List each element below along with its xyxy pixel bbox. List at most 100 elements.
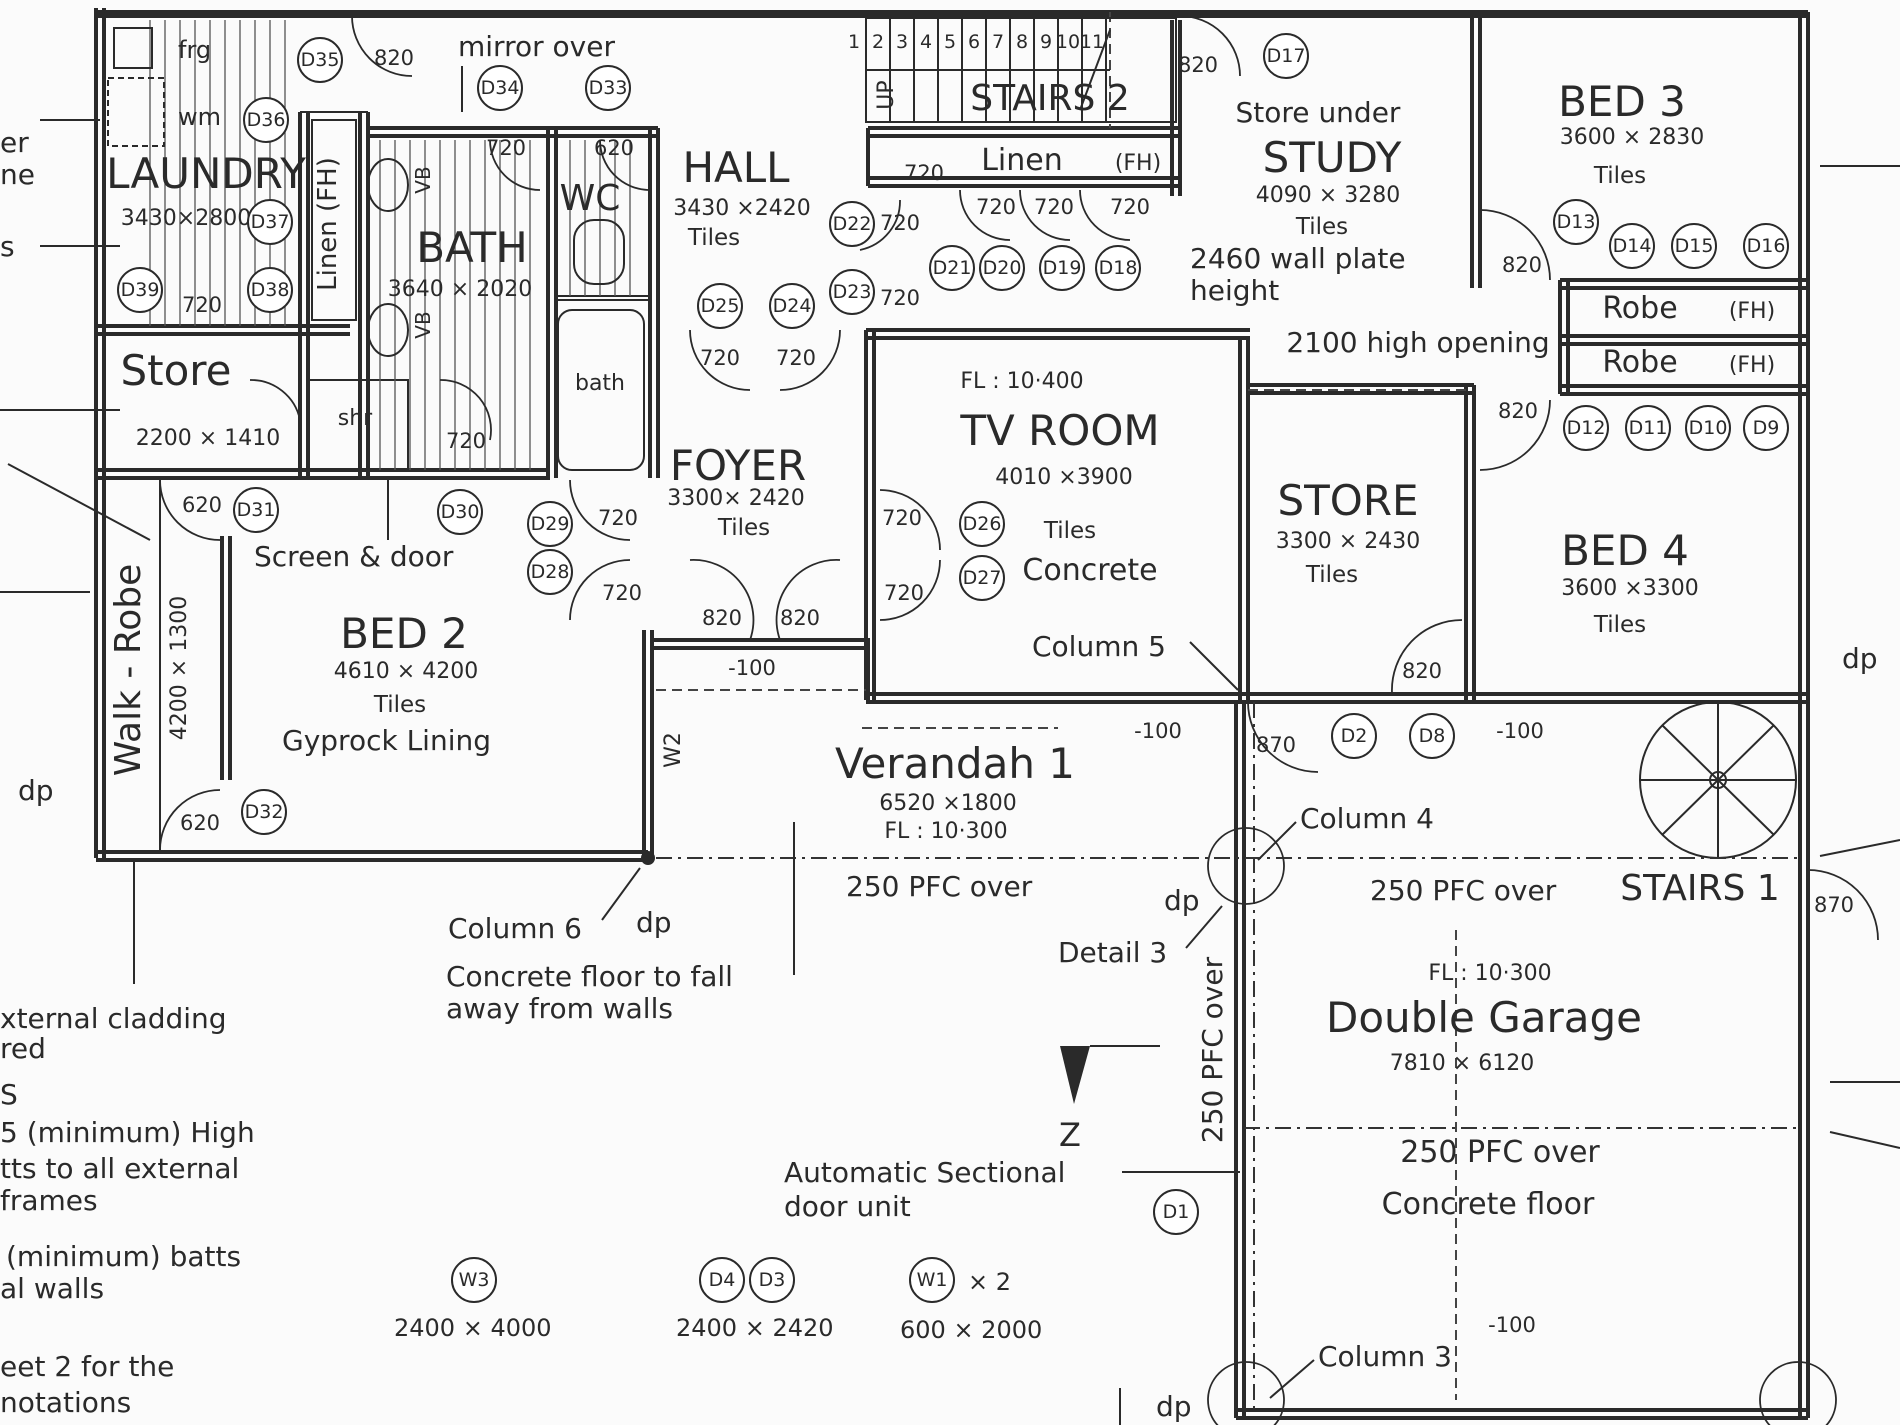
- bath-vb-2: VB: [411, 311, 435, 338]
- bath-linen-label: Linen (FH): [313, 157, 343, 291]
- tag-d15: D15: [1671, 223, 1717, 269]
- verandah-dim: 6520 ×1800: [879, 791, 1016, 816]
- door-w-720-shr: 720: [446, 429, 486, 453]
- section-arrow-icon: [1060, 1046, 1090, 1104]
- walk-robe-name: Walk - Robe: [108, 564, 149, 777]
- tag-d34: D34: [477, 65, 523, 111]
- note-dp-column3: dp: [1156, 1390, 1192, 1423]
- tag-d29: D29: [527, 501, 573, 547]
- svg-text:D23: D23: [833, 281, 872, 303]
- tv-room-name: TV ROOM: [959, 406, 1159, 455]
- note-left-s: S: [0, 1078, 18, 1111]
- svg-text:D29: D29: [531, 513, 570, 535]
- beam-lines: [656, 389, 1800, 1410]
- room-labels: frg wm LAUNDRY 3430×2800 Store 2200 × 14…: [106, 36, 1775, 1222]
- wc-name: WC: [560, 178, 621, 219]
- robe2-name: Robe: [1602, 345, 1677, 380]
- bed4-dim: 3600 ×3300: [1561, 576, 1698, 601]
- outer-walls: [94, 8, 1810, 1420]
- note-left-frames: frames: [0, 1184, 98, 1217]
- stair2-step-5: 5: [944, 31, 956, 53]
- tag-d19: D19: [1039, 245, 1085, 291]
- verandah-name: Verandah 1: [835, 739, 1075, 788]
- toilet: [573, 219, 625, 285]
- stairs1-name: STAIRS 1: [1620, 868, 1780, 909]
- door-w-870-d2: 870: [1256, 733, 1296, 757]
- door-w-100-garage-floor: -100: [1488, 1313, 1536, 1337]
- note-left-notations: notations: [0, 1386, 131, 1419]
- basin-1: [367, 158, 409, 212]
- door-w-720-d22: 720: [880, 211, 920, 235]
- svg-text:D15: D15: [1675, 235, 1714, 257]
- svg-text:D28: D28: [531, 561, 570, 583]
- tag-d12: D12: [1563, 405, 1609, 451]
- note-dp-right: dp: [1842, 642, 1878, 675]
- tv-room-dim: 4010 ×3900: [995, 465, 1132, 490]
- svg-text:W3: W3: [459, 1269, 490, 1291]
- study-dim: 4090 × 3280: [1256, 183, 1400, 208]
- bed2-finish: Tiles: [373, 692, 426, 718]
- bathtub: [557, 309, 645, 471]
- door-w-720-linen-c: 720: [1034, 195, 1074, 219]
- svg-text:D12: D12: [1567, 417, 1606, 439]
- robe1-name: Robe: [1602, 291, 1677, 326]
- door-w-720-linen-a: 720: [904, 161, 944, 185]
- bath-tub: bath: [575, 371, 625, 396]
- stair2-step-11: 11: [1080, 31, 1104, 53]
- note-dp-column6: dp: [636, 906, 672, 939]
- stair2-step-8: 8: [1016, 31, 1028, 53]
- svg-text:D18: D18: [1099, 257, 1138, 279]
- svg-text:D3: D3: [759, 1269, 786, 1291]
- laundry-wm-label: wm: [178, 103, 221, 131]
- note-section-z: Z: [1059, 1116, 1081, 1154]
- svg-text:D27: D27: [963, 567, 1002, 589]
- svg-text:D30: D30: [441, 501, 480, 523]
- left-wing-walls: [96, 111, 660, 852]
- tag-d3: D3: [749, 1257, 795, 1303]
- tag-d31: D31: [233, 487, 279, 533]
- note-detail-3: Detail 3: [1058, 936, 1167, 969]
- tag-d8: D8: [1409, 713, 1455, 759]
- tv-room-fl: FL : 10·400: [960, 369, 1083, 394]
- note-screen-door: Screen & door: [254, 540, 454, 573]
- note-dp-left: dp: [18, 774, 54, 807]
- svg-text:D33: D33: [589, 77, 628, 99]
- linen-hall-tag: (FH): [1115, 151, 1161, 176]
- garage-pfc: 250 PFC over: [1400, 1135, 1600, 1170]
- stair2-step-7: 7: [992, 31, 1004, 53]
- tag-d10: D10: [1685, 405, 1731, 451]
- note-mirror: mirror over: [458, 30, 615, 63]
- tag-d13: D13: [1553, 199, 1599, 245]
- svg-text:D25: D25: [701, 295, 740, 317]
- note-left-min: 5 (minimum) High: [0, 1116, 255, 1149]
- note-column-5: Column 5: [1032, 630, 1166, 663]
- foyer-finish: Tiles: [717, 515, 770, 541]
- store-small-dim: 2200 × 1410: [136, 426, 280, 451]
- svg-text:D19: D19: [1043, 257, 1082, 279]
- laundry-name: LAUNDRY: [106, 149, 306, 198]
- note-w1-mult: × 2: [968, 1268, 1011, 1296]
- column-4-marker: [1207, 827, 1285, 905]
- stair2-step-1: 1: [848, 31, 860, 53]
- door-w-820-foyer-b: 820: [780, 606, 820, 630]
- foyer-dim: 3300× 2420: [667, 486, 804, 511]
- tag-d23: D23: [829, 269, 875, 315]
- door-widths: 820 820 820 820 820 820 820 720 620 720 …: [180, 46, 1854, 1337]
- garage-floor: Concrete floor: [1382, 1187, 1595, 1222]
- note-concrete-fall-2: away from walls: [446, 992, 673, 1025]
- note-pfc-verandah: 250 PFC over: [846, 870, 1033, 903]
- bed2-dim: 4610 × 4200: [334, 659, 478, 684]
- tag-d30: D30: [437, 489, 483, 535]
- bath-shr: shr: [338, 406, 373, 431]
- tag-d25: D25: [697, 283, 743, 329]
- door-w-820-bed4: 820: [1498, 399, 1538, 423]
- tag-d24: D24: [769, 283, 815, 329]
- svg-text:D24: D24: [773, 295, 812, 317]
- svg-text:W1: W1: [917, 1269, 948, 1291]
- note-w1-dim: 600 × 2000: [900, 1316, 1042, 1344]
- robe2-tag: (FH): [1729, 353, 1775, 378]
- door-w-100-verandah: -100: [1134, 719, 1182, 743]
- tag-d32: D32: [241, 789, 287, 835]
- svg-text:D2: D2: [1341, 725, 1368, 747]
- svg-text:D34: D34: [481, 77, 520, 99]
